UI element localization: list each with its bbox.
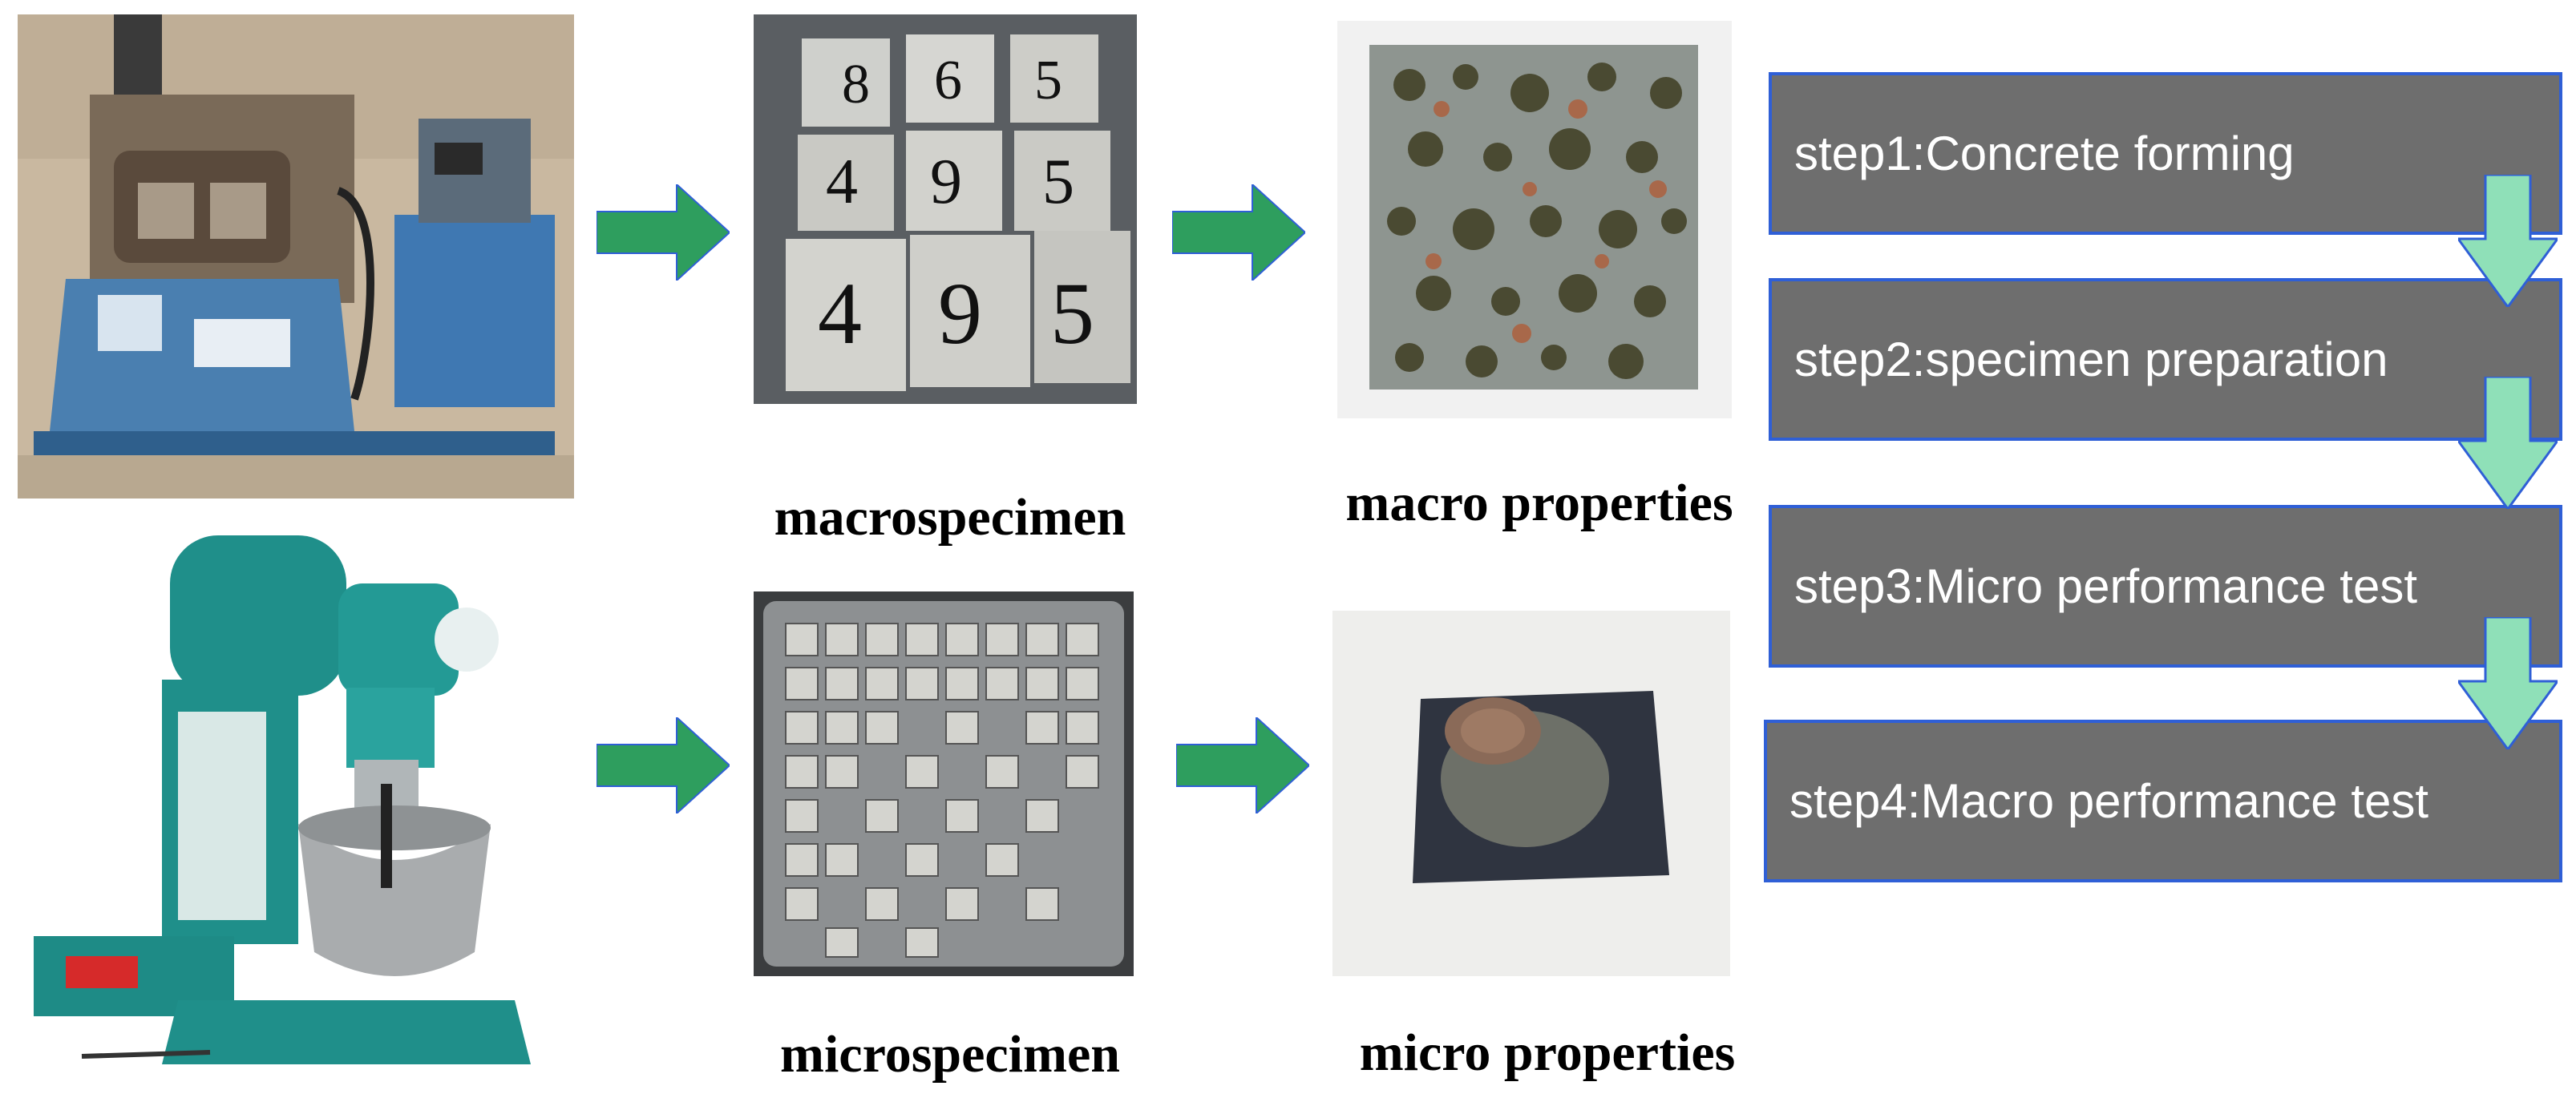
macrospecimen-photo: 8 6 5 4 9 5 4 9 5	[754, 14, 1137, 404]
svg-text:4: 4	[826, 147, 858, 217]
caption-microspecimen: microspecimen	[779, 1025, 1120, 1084]
arrow-right-icon	[1176, 717, 1309, 813]
arrow-right-icon	[596, 717, 730, 813]
micro-properties-photo	[1332, 611, 1730, 976]
macro-properties-photo	[1337, 21, 1732, 418]
arrow-down-icon	[2458, 617, 2558, 749]
arrow-right-icon	[596, 184, 730, 281]
step-box-2: step2:specimen preparation	[1769, 278, 2562, 441]
svg-text:9: 9	[930, 147, 962, 217]
step-box-4: step4:Macro performance test	[1764, 720, 2562, 882]
svg-text:9: 9	[938, 264, 982, 362]
svg-text:8: 8	[842, 54, 870, 115]
caption-macro-properties: macro properties	[1345, 474, 1733, 532]
svg-text:5: 5	[1042, 147, 1074, 217]
caption-macrospecimen: macrospecimen	[774, 488, 1126, 547]
arrow-down-icon	[2458, 175, 2558, 307]
step-box-3: step3:Micro performance test	[1769, 505, 2562, 668]
mortar-mixer-photo	[18, 519, 574, 1090]
arrow-right-icon	[1172, 184, 1305, 281]
svg-text:5: 5	[1034, 50, 1062, 111]
svg-text:6: 6	[934, 50, 962, 111]
arrow-down-icon	[2458, 377, 2558, 509]
microspecimen-photo	[754, 591, 1134, 976]
step-box-1: step1:Concrete forming	[1769, 72, 2562, 235]
svg-text:5: 5	[1050, 264, 1094, 362]
concrete-mixer-photo	[18, 14, 574, 499]
caption-micro-properties: micro properties	[1359, 1023, 1736, 1082]
svg-text:4: 4	[818, 264, 862, 362]
